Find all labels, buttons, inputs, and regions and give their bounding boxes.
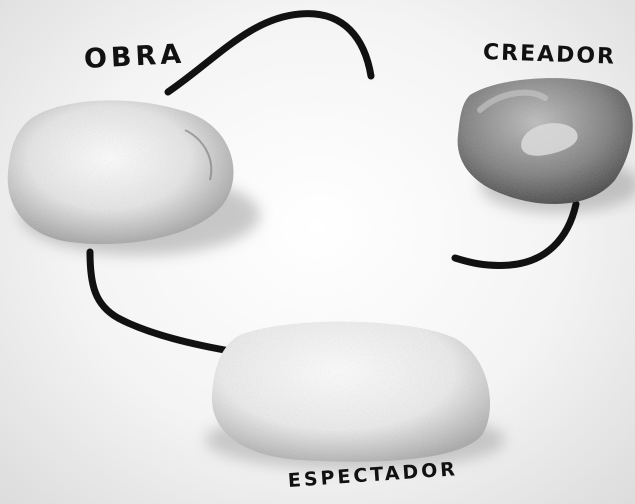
creador-label: CREADOR: [483, 40, 617, 70]
obra-label: OBRA: [83, 39, 186, 75]
obra-stone: [8, 100, 234, 244]
line-obra-to-espectador: [90, 252, 236, 352]
line-creador-to-right: [455, 204, 576, 265]
espectador-stone: [212, 322, 490, 462]
line-obra-to-top: [168, 14, 371, 92]
